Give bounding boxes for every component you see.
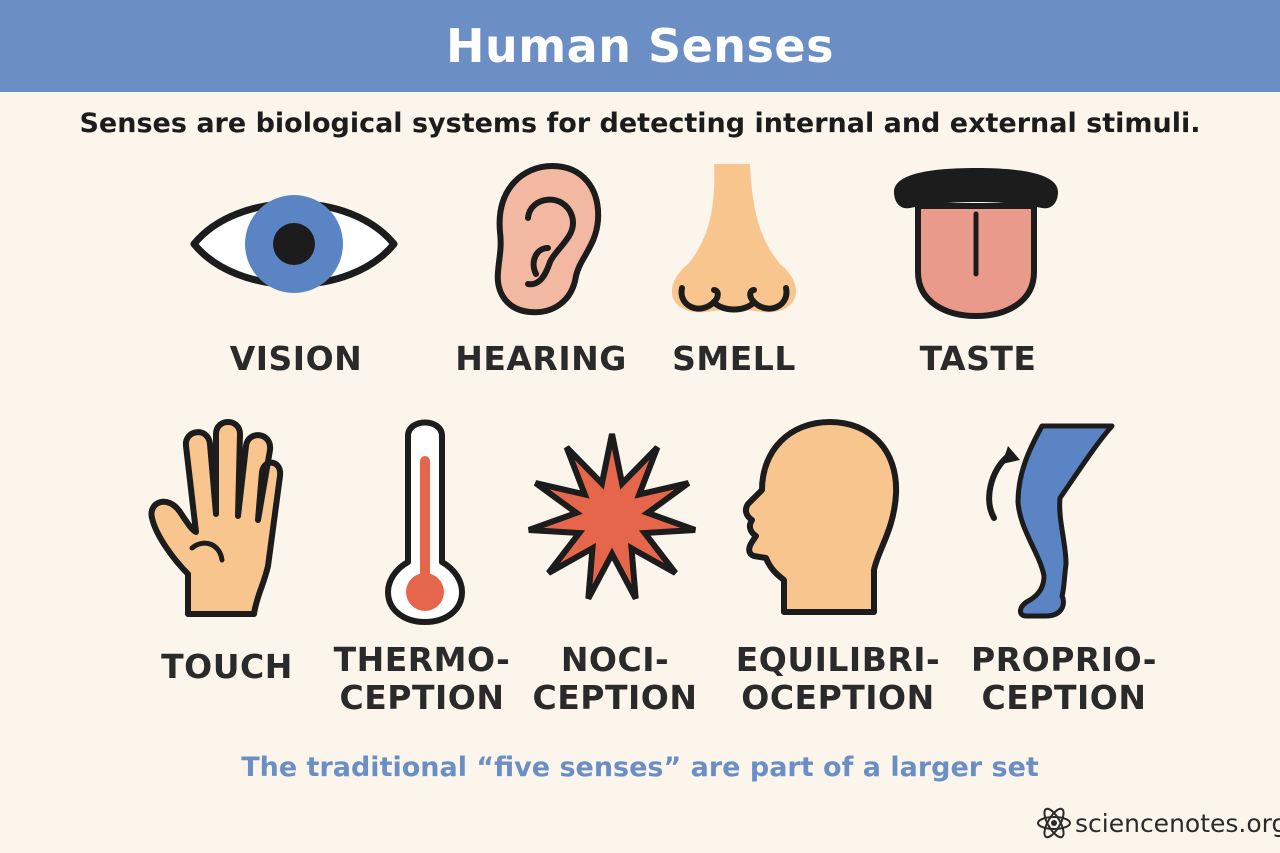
hand-icon <box>148 419 284 618</box>
label-taste: TASTE <box>919 339 1037 378</box>
label-proprioception: PROPRIO- CEPTION <box>971 640 1157 717</box>
label-hearing: HEARING <box>455 339 627 378</box>
tongue-icon <box>892 166 1060 319</box>
thermometer-icon <box>385 416 465 625</box>
eye-icon <box>188 186 400 302</box>
label-smell: SMELL <box>672 339 796 378</box>
page-title: Human Senses <box>445 19 834 73</box>
pain-burst-icon <box>522 430 702 606</box>
footer-note: The traditional “five senses” are part o… <box>241 752 1039 783</box>
brand[interactable]: sciencenotes.org <box>1036 803 1280 843</box>
nose-icon <box>664 160 804 318</box>
label-touch: TOUCH <box>161 647 293 686</box>
brand-text: sciencenotes.org <box>1075 808 1280 838</box>
label-equilibrioception: EQUILIBRI- OCEPTION <box>735 640 941 717</box>
ear-icon <box>490 162 602 316</box>
head-icon <box>742 419 900 615</box>
label-thermoception: THERMO- CEPTION <box>333 640 511 717</box>
label-vision: VISION <box>229 339 363 378</box>
atom-icon <box>1037 807 1071 839</box>
label-nociception: NOCI- CEPTION <box>532 640 698 717</box>
leg-icon <box>984 423 1115 620</box>
subtitle: Senses are biological systems for detect… <box>79 108 1201 139</box>
title-banner: Human Senses <box>0 0 1280 92</box>
